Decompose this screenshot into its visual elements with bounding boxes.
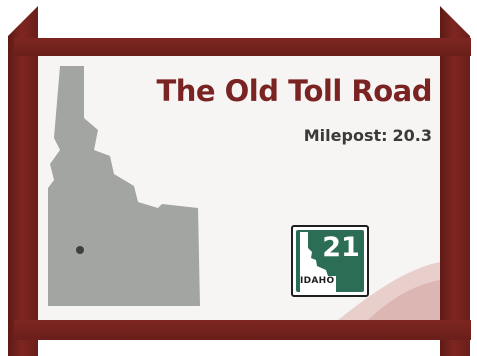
shield-field: 21 IDAHO <box>296 230 364 292</box>
milepost-label: Milepost: <box>303 126 388 145</box>
sign-title: The Old Toll Road <box>156 74 432 108</box>
top-rail <box>14 38 471 56</box>
milepost: Milepost:20.3 <box>238 126 432 145</box>
location-dot-icon <box>76 246 84 254</box>
route-state-label: IDAHO <box>300 276 335 286</box>
idaho-map-icon <box>48 66 200 306</box>
route-number: 21 <box>322 232 360 263</box>
sign-board: The Old Toll Road Milepost:20.3 21 IDAHO <box>38 56 440 320</box>
route-shield-icon: 21 IDAHO <box>291 225 369 297</box>
right-post <box>440 6 470 356</box>
bottom-rail <box>14 320 471 340</box>
milepost-value: 20.3 <box>392 126 432 145</box>
shield-state-outline <box>300 232 336 292</box>
left-post <box>8 6 38 356</box>
corner-swoosh <box>338 262 440 320</box>
